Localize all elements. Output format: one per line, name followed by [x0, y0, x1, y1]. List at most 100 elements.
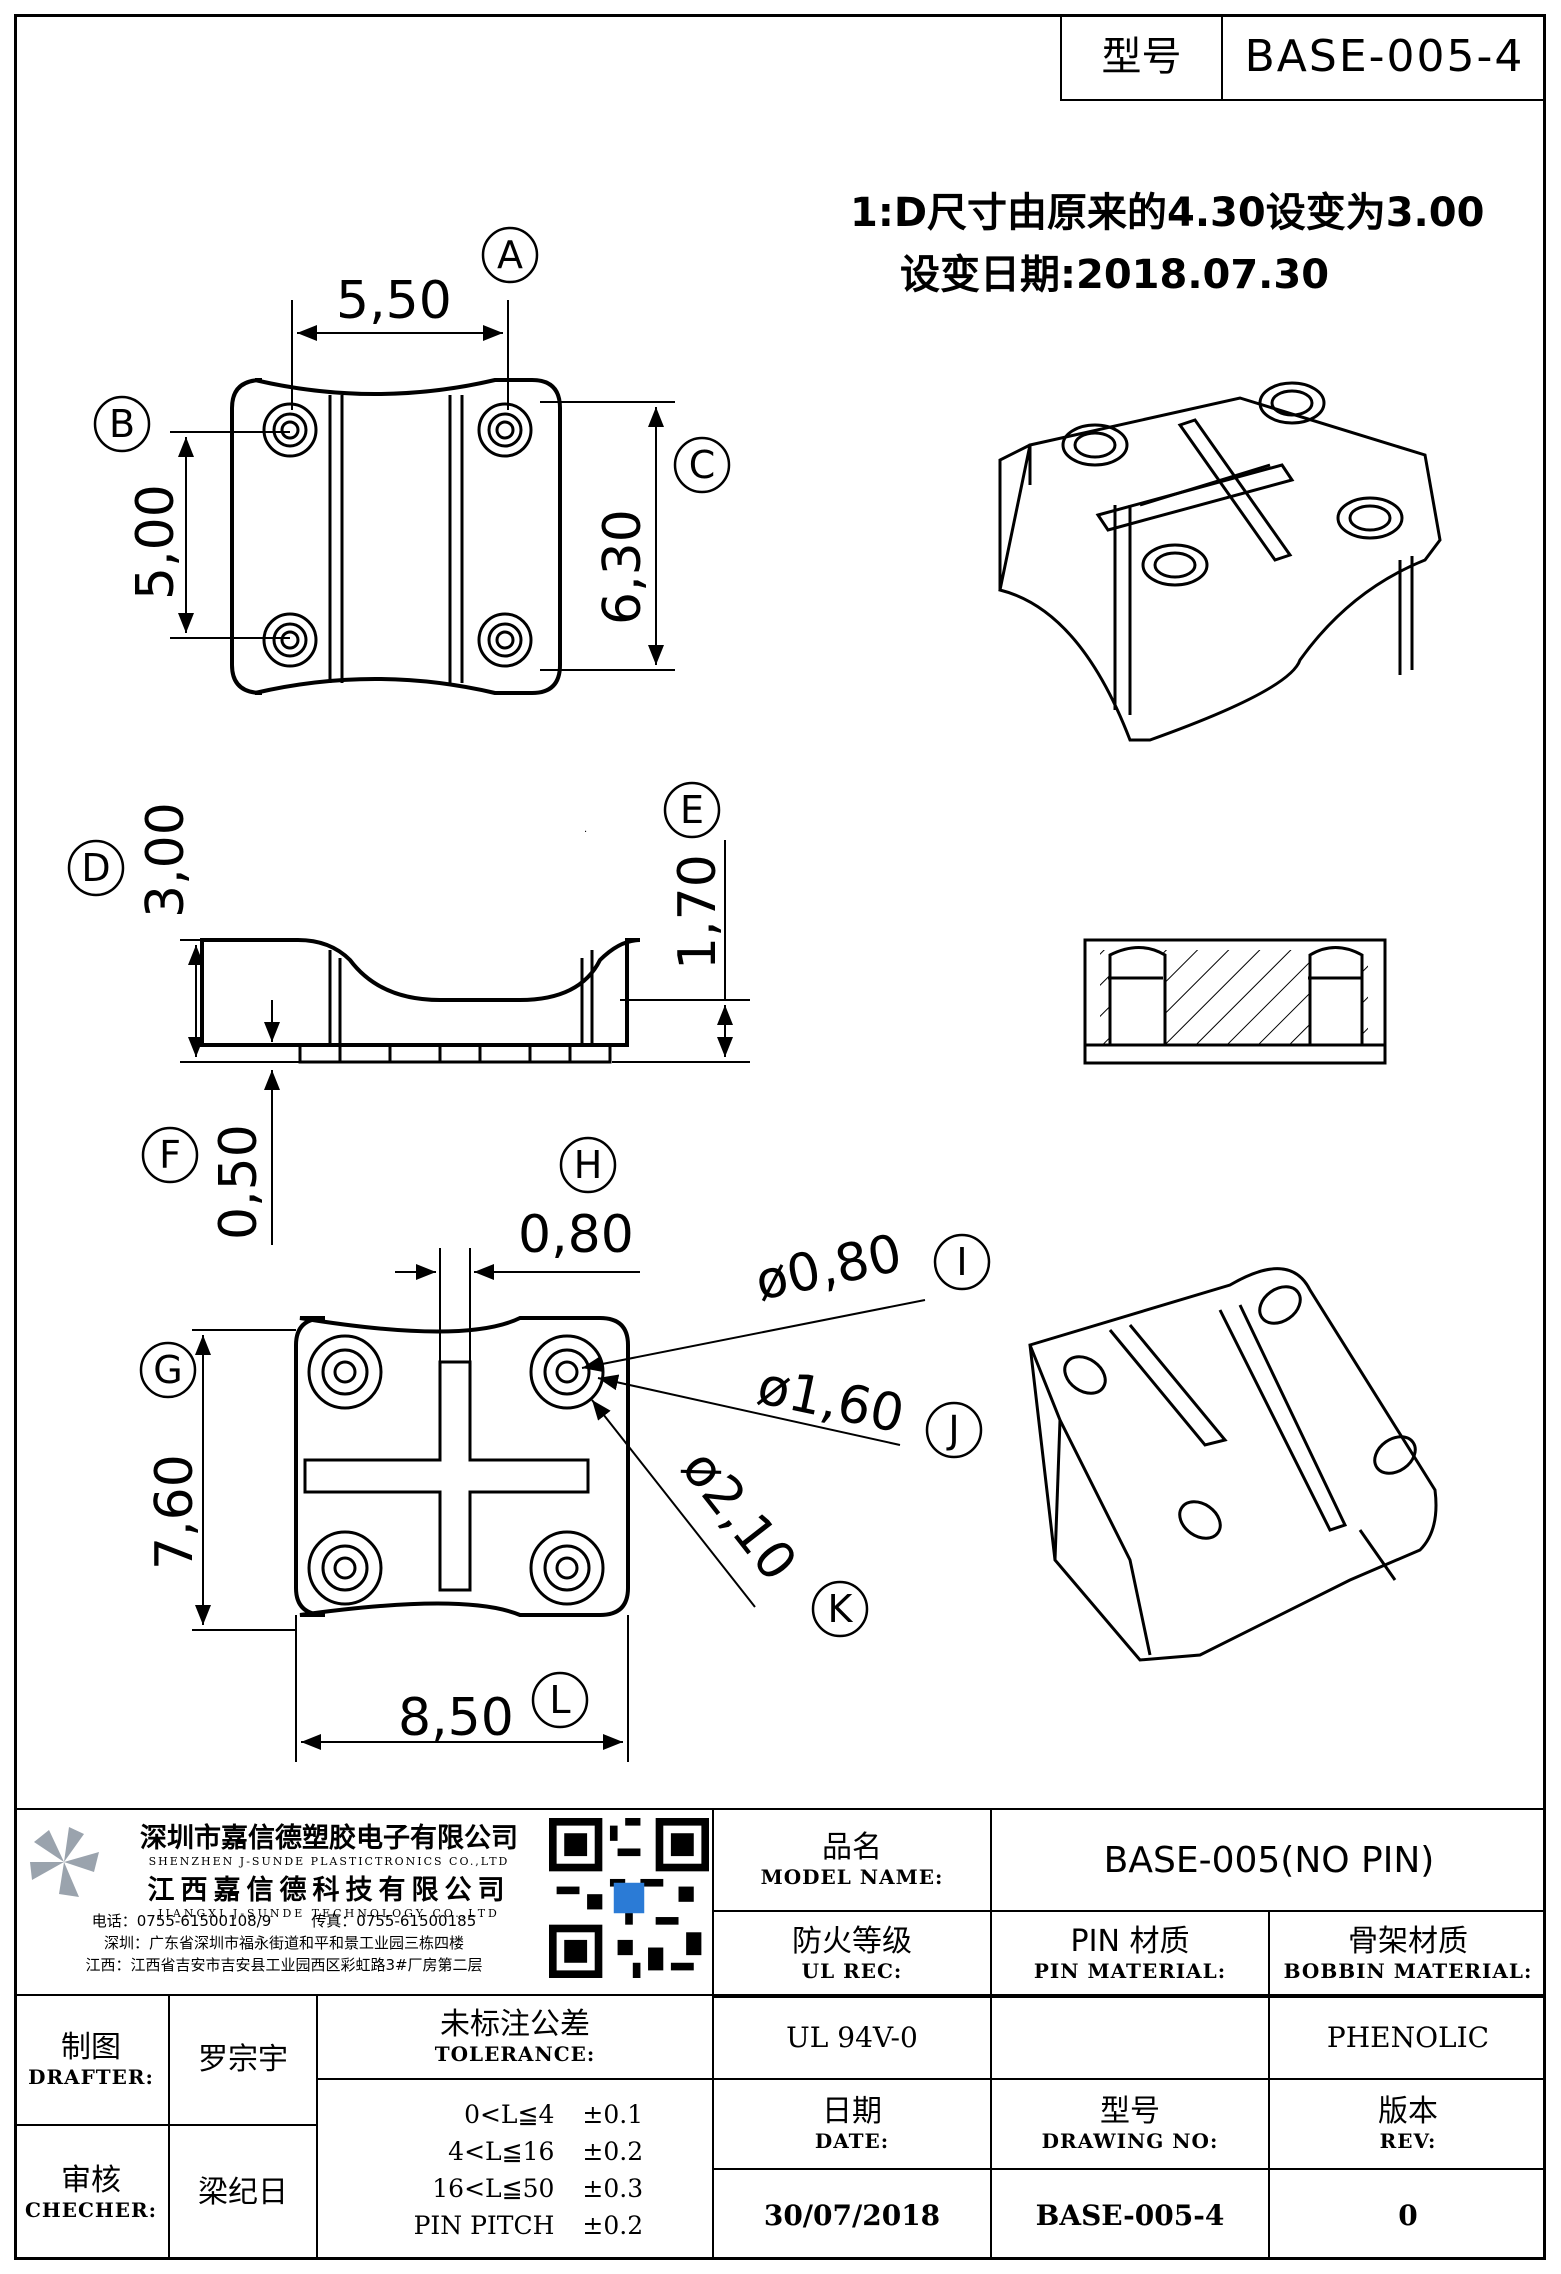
callout-G-letter: G — [153, 1348, 182, 1392]
callout-E-letter: E — [680, 788, 704, 832]
tolerance-label-cn: 未标注公差 — [440, 2006, 590, 2042]
dim-D-value: 3,00 — [136, 802, 196, 918]
tolerance-range: 16<L≦50 — [432, 2174, 555, 2203]
checker-name-cell: 梁纪日 — [168, 2124, 318, 2260]
callout-J-letter: J — [946, 1408, 959, 1452]
dim-F-value: 0,50 — [209, 1124, 269, 1240]
callout-H-letter: H — [574, 1143, 603, 1187]
drafter-label-en: DRAFTER: — [28, 2065, 154, 2090]
drawing-no-label-en: DRAWING NO: — [1041, 2129, 1219, 2154]
header-model-value: BASE-005-4 — [1244, 31, 1525, 82]
drafter-label-cell: 制图 DRAFTER: — [14, 1994, 170, 2126]
company-phone: 电话：0755-61500108/9 — [91, 1912, 272, 1930]
company-name-cn-1: 深圳市嘉信德塑胶电子有限公司 — [140, 1823, 518, 1854]
svg-text:·: · — [584, 827, 587, 838]
date-label-en: DATE: — [814, 2129, 890, 2154]
company-name-cn-2: 江西嘉信德科技有限公司 — [147, 1875, 511, 1906]
checker-name: 梁纪日 — [198, 2174, 288, 2210]
drawing-no-label-cn: 型号 — [1100, 2093, 1160, 2129]
tolerance-range: 4<L≦16 — [448, 2137, 555, 2166]
ul-rec-label-cell: 防火等级 UL REC: — [712, 1910, 992, 1998]
dim-I-value: ø0,80 — [750, 1223, 907, 1312]
ul-rec-value-cell: UL 94V-0 — [712, 1994, 992, 2080]
bobbin-material-label-en: BOBBIN MATERIAL: — [1283, 1959, 1533, 1984]
company-logo-icon — [30, 1827, 99, 1897]
checker-label-cn: 审核 — [61, 2162, 121, 2198]
tolerance-row: 4<L≦16 ±0.2 — [318, 2133, 712, 2170]
drafter-name-cell: 罗宗宇 — [168, 1994, 318, 2126]
company-name-en-2: JIANGXI J-SUNDE TECHNOLOGY CO.,LTD — [158, 1907, 500, 1920]
revision-note: 1:D尺寸由原来的4.30设变为3.00 设变日期:2018.07.30 — [850, 180, 1530, 300]
pin-material-value-cell — [990, 1994, 1270, 2080]
model-name-value-cell: BASE-005(NO PIN) — [990, 1808, 1546, 1912]
rev-value-cell: 0 — [1268, 2168, 1546, 2260]
bobbin-material-value: PHENOLIC — [1326, 2020, 1490, 2054]
tolerance-value: ±0.2 — [582, 2137, 644, 2166]
ul-rec-label-en: UL REC: — [801, 1959, 903, 1984]
checker-label-en: CHECHER: — [24, 2198, 158, 2223]
header-model-label-cell: 型号 — [1060, 14, 1223, 101]
tolerance-label-en: TOLERANCE: — [434, 2042, 596, 2067]
date-value-cell: 30/07/2018 — [712, 2168, 992, 2260]
isometric-view-bottom — [1028, 1267, 1438, 1662]
tolerance-label-cell: 未标注公差 TOLERANCE: — [316, 1994, 714, 2080]
dim-B-value: 5,00 — [126, 484, 186, 600]
dim-G-value: 7,60 — [145, 1454, 205, 1570]
tolerance-value: ±0.3 — [582, 2174, 644, 2203]
side-view — [200, 938, 641, 1064]
rev-label-cn: 版本 — [1378, 2093, 1438, 2129]
revision-note-line1: 1:D尺寸由原来的4.30设变为3.00 — [850, 190, 1485, 236]
tolerance-value: ±0.2 — [582, 2211, 644, 2240]
date-label-cn: 日期 — [822, 2093, 882, 2129]
company-fax: 传真：0755-61500185 — [311, 1912, 477, 1930]
drawing-no-value: BASE-005-4 — [1035, 2198, 1225, 2232]
technical-drawing: · A B C D E F H I J K G L 5,50 5,00 6,30… — [67, 226, 1442, 1762]
dim-E-value: 1,70 — [668, 854, 728, 970]
ul-rec-label-cn: 防火等级 — [792, 1923, 912, 1959]
tolerance-range: PIN PITCH — [413, 2211, 555, 2240]
qr-code-icon — [549, 1818, 709, 1978]
drafter-label-cn: 制图 — [61, 2029, 121, 2065]
callout-I-letter: I — [956, 1240, 967, 1284]
dim-H-value: 0,80 — [518, 1205, 634, 1265]
checker-label-cell: 审核 CHECHER: — [14, 2124, 170, 2260]
drawing-no-value-cell: BASE-005-4 — [990, 2168, 1270, 2260]
company-name-en-1: SHENZHEN J-SUNDE PLASTICTRONICS CO.,LTD — [148, 1855, 510, 1868]
dim-L-value: 8,50 — [398, 1688, 514, 1748]
bobbin-material-value-cell: PHENOLIC — [1268, 1994, 1546, 2080]
drawing-no-label-cell: 型号 DRAWING NO: — [990, 2078, 1270, 2170]
tolerance-row: 16<L≦50 ±0.3 — [318, 2170, 712, 2207]
dim-K-value: ø2,10 — [670, 1439, 808, 1592]
company-address-shenzhen: 深圳：广东省深圳市福永街道和平和景工业园三栋四楼 — [103, 1934, 464, 1952]
callout-circles — [67, 226, 991, 1729]
date-label-cell: 日期 DATE: — [712, 2078, 992, 2170]
isometric-view-top — [998, 381, 1442, 742]
section-view — [1083, 938, 1387, 1065]
model-name-label-en: MODEL NAME: — [760, 1865, 944, 1890]
tolerance-list-cell: 0<L≦4±0.1 4<L≦16 ±0.2 16<L≦50 ±0.3 PIN PIT… — [316, 2078, 714, 2260]
drawing-frame — [14, 14, 1546, 2260]
tolerance-value: ±0.1 — [582, 2100, 644, 2129]
callout-A-letter: A — [497, 233, 523, 277]
company-address-jiangxi: 江西：江西省吉安市吉安县工业园西区彩虹路3#厂房第二层 — [85, 1956, 483, 1974]
callout-L-letter: L — [549, 1678, 570, 1722]
top-view — [230, 377, 562, 695]
company-block: 深圳市嘉信德塑胶电子有限公司 SHENZHEN J-SUNDE PLASTICT… — [14, 1808, 714, 1996]
pin-material-label-cell: PIN 材质 PIN MATERIAL: — [990, 1910, 1270, 1998]
callout-D-letter: D — [81, 846, 110, 890]
callout-C-letter: C — [689, 443, 716, 487]
tolerance-row: PIN PITCH ±0.2 — [318, 2207, 712, 2244]
drafter-name: 罗宗宇 — [198, 2041, 288, 2077]
callout-F-letter: F — [159, 1133, 181, 1177]
rev-value: 0 — [1398, 2198, 1418, 2232]
rev-label-en: REV: — [1379, 2129, 1437, 2154]
date-value: 30/07/2018 — [763, 2198, 941, 2232]
dim-J-value: ø1,60 — [752, 1356, 909, 1445]
model-name-value: BASE-005(NO PIN) — [1103, 1839, 1435, 1881]
model-name-label-cell: 品名 MODEL NAME: — [712, 1808, 992, 1912]
dim-A-value: 5,50 — [336, 271, 452, 331]
tolerance-row: 0<L≦4±0.1 — [318, 2096, 712, 2133]
pin-material-label-cn: PIN 材质 — [1070, 1923, 1190, 1959]
pin-material-label-en: PIN MATERIAL: — [1033, 1959, 1227, 1984]
bobbin-material-label-cn: 骨架材质 — [1348, 1923, 1468, 1959]
